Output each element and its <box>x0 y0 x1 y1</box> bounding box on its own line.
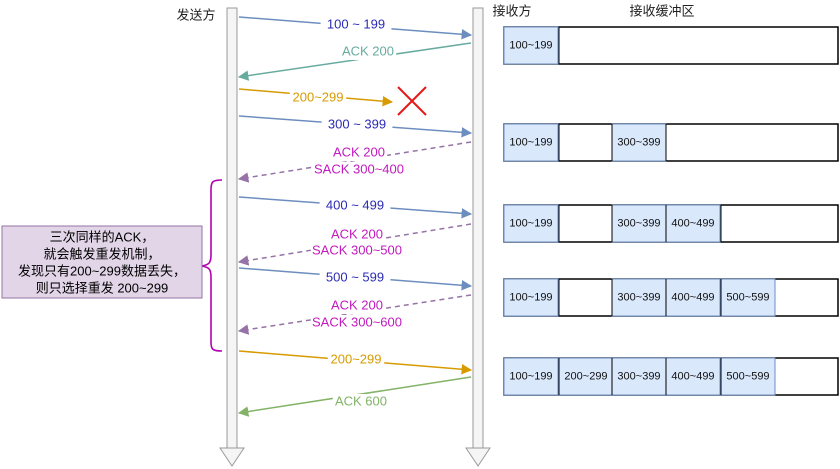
message-label-sack-300-500: SACK 300~500 <box>312 242 402 257</box>
message-label-msg-200-299-resend: 200~299 <box>331 351 382 366</box>
buffer-cell-label: 300~399 <box>617 136 660 148</box>
buffer-cell-label: 300~399 <box>617 291 660 303</box>
buffer-cell-filled <box>503 204 559 243</box>
buffer-outline <box>503 123 839 162</box>
buffer-cell-label: 400~499 <box>671 370 714 382</box>
receive-buffer-4: 100~199 300~399 400~499 500~599 <box>503 278 839 317</box>
buffer-cell-filled <box>665 204 721 243</box>
message-label-sack-300-600: ACK 200 <box>331 297 383 312</box>
message-label-msg-500-599: 500 ~ 599 <box>326 269 384 284</box>
note-line: 就会触发重发机制， <box>43 246 160 261</box>
buffer-cell-filled <box>665 278 721 317</box>
buffer-cell-label: 200~299 <box>564 370 607 382</box>
receiver-label: 接收方 <box>492 3 531 18</box>
buffer-cell-filled <box>720 357 776 396</box>
note-line: 三次同样的ACK， <box>50 229 155 244</box>
message-label-sack-300-400: SACK 300~400 <box>314 161 404 176</box>
buffer-cell-label: 300~399 <box>617 370 660 382</box>
message-label-msg-200-299-lost: 200~299 <box>293 89 344 104</box>
buffer-cell-label: 400~499 <box>671 217 714 229</box>
message-label-sack-300-500: ACK 200 <box>331 226 383 241</box>
buffer-cell-label: 100~199 <box>509 291 552 303</box>
sender-label: 发送方 <box>176 7 215 22</box>
message-label-sack-300-600: SACK 300~600 <box>312 314 402 329</box>
buffer-cell-label: 300~399 <box>617 217 660 229</box>
buffer-cell-filled <box>503 278 559 317</box>
receive-buffer-1: 100~199 <box>503 26 839 65</box>
lost-packet-x-icon <box>397 86 427 116</box>
receive-buffer-2: 100~199 300~399 <box>503 123 839 162</box>
sender-lifeline <box>219 7 245 467</box>
buffer-cell-label: 100~199 <box>509 136 552 148</box>
message-label-msg-100-199: 100 ~ 199 <box>327 16 385 31</box>
note-box: 三次同样的ACK， 就会触发重发机制， 发现只有200~299数据丢失， 则只选择重发… <box>1 225 203 299</box>
message-label-sack-300-400: ACK 200 <box>333 144 385 159</box>
buffer-cell-filled <box>611 357 667 396</box>
buffer-cell-filled <box>503 123 559 162</box>
note-line: 则只选择重发 200~299 <box>36 280 169 295</box>
buffer-cell-label: 100~199 <box>509 39 552 51</box>
buffer-cell-label: 100~199 <box>509 217 552 229</box>
buffer-cell-label: 500~599 <box>726 291 769 303</box>
message-label-ack-200-first: ACK 200 <box>342 43 394 58</box>
curly-brace <box>200 179 223 352</box>
buffer-cell-filled <box>503 26 559 65</box>
receive-buffer-5: 100~199 200~299 300~399 400~499 500~599 <box>503 357 839 396</box>
buffer-cell-label: 100~199 <box>509 370 552 382</box>
note-line: 发现只有200~299数据丢失， <box>18 263 186 278</box>
buffer-cell-filled <box>503 357 559 396</box>
receive-buffer-3: 100~199 300~399 400~499 <box>503 204 839 243</box>
receiver-lifeline <box>465 7 491 467</box>
message-label-ack-600: ACK 600 <box>335 393 387 408</box>
buffer-cell-filled <box>665 357 721 396</box>
buffer-outline <box>503 26 839 65</box>
buffer-cell-label: 500~599 <box>726 370 769 382</box>
buffer-label: 接收缓冲区 <box>629 3 694 18</box>
buffer-cell-label: 400~499 <box>671 291 714 303</box>
message-label-msg-300-399: 300 ~ 399 <box>328 116 386 131</box>
buffer-cell-filled <box>720 278 776 317</box>
buffer-cell-filled <box>611 123 667 162</box>
message-label-msg-400-499: 400 ~ 499 <box>326 197 384 212</box>
